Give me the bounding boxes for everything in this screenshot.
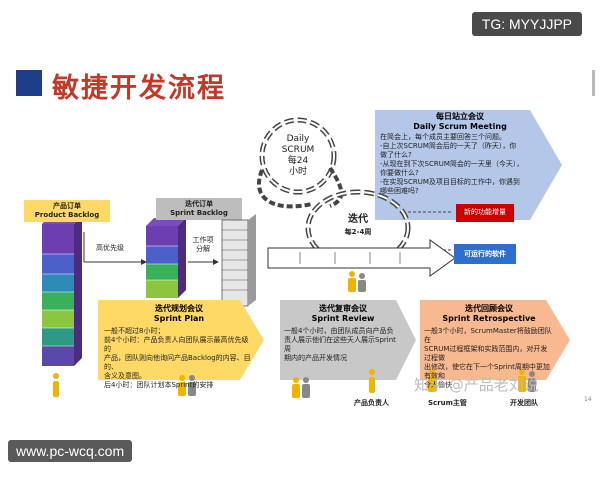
retro-meeting-title-en: Sprint Retrospective (442, 314, 536, 323)
work-split-line1: 工作项 (192, 236, 214, 244)
team-icon-2 (292, 377, 310, 398)
product-backlog-stack (42, 216, 82, 366)
meeting-text-line: 期内的产品开发情况 (284, 354, 347, 362)
scrum-master-icon-1 (348, 271, 366, 292)
meeting-text-line: -从现在到下次SCRUM简会的一天里（今天）， (380, 160, 524, 168)
task-breakdown-stack (221, 214, 256, 307)
daily-meeting-text: 在简会上，每个成员主要回答三个问题。-自上次SCRUM简会后的一天了（昨天），你… (380, 133, 540, 196)
work-split-line2: 分解 (196, 245, 210, 253)
meeting-text-line: 前4个小时：产品负责人向团队展示最高优先级的 (104, 336, 249, 353)
sprint-cycle-label: 迭代 每2-4周 (328, 214, 388, 238)
planning-meeting-text: 一般不超过8小时；前4个小时：产品负责人向团队展示最高优先级的产品，团队则向他询… (104, 327, 254, 390)
watermark-tag: TG: MYYJJPP (471, 12, 582, 36)
meeting-text-line: 责人展示他们在这些天人展示Sprint周 (284, 336, 396, 353)
meeting-text-line: 含义及意图。 (104, 372, 146, 380)
daily-scrum-loop (259, 117, 337, 195)
high-priority-label: 高优先级 (96, 244, 124, 252)
meeting-text-line: 做了什么? (380, 151, 412, 159)
meeting-text-line: 哪些困难吗? (380, 187, 419, 195)
meeting-text-line: 出修改，使它在下一个Sprint周期中更加有效和 (424, 363, 550, 380)
meeting-text-line: 后4小时：团队计划本Sprint的安排 (104, 381, 214, 389)
review-meeting-title-en: Sprint Review (311, 314, 375, 323)
work-split-label: 工作项 分解 (186, 236, 220, 254)
dev-team-icon (518, 369, 536, 392)
role-scrum-master: Scrum主管 (428, 399, 467, 407)
daily-meeting-title-cn: 每日站立会议 (436, 112, 484, 121)
retro-meeting-arrow (420, 300, 570, 380)
role-product-owner: 产品负责人 (354, 399, 389, 407)
daily-meeting-box: 每日站立会议 Daily Scrum Meeting 在简会上，每个成员主要回答… (380, 112, 540, 196)
sprint-backlog-label-bg (156, 198, 242, 220)
meeting-text-line: 令人愉快 (424, 381, 452, 389)
planning-meeting-arrow (98, 300, 264, 380)
zhihu-watermark: 知乎 @产品老刘说 (414, 376, 539, 394)
retro-meeting-title-cn: 迭代回顾会议 (465, 304, 513, 313)
watermark-site: www.pc-wcq.com (8, 440, 133, 462)
sprint-cycle-loop (305, 189, 411, 267)
daily-meeting-arrow (375, 110, 562, 220)
sprint-backlog-label: 迭代订单 Sprint Backlog (156, 200, 242, 218)
product-backlog-label-en: Product Backlog (34, 211, 100, 219)
retro-meeting-box: 迭代回顾会议 Sprint Retrospective 一般3个小时，Scrum… (424, 304, 554, 390)
loop-connector (257, 169, 313, 209)
scrum-master-icon-2 (428, 369, 436, 392)
meeting-text-line: 一般不超过8小时； (104, 327, 165, 335)
title-square-icon (16, 70, 42, 96)
planning-meeting-title-cn: 迭代规划会议 (155, 304, 203, 313)
role-dev-team: 开发团队 (510, 399, 538, 407)
product-owner-icon-1 (53, 373, 59, 397)
product-backlog-label-cn: 产品订单 (53, 202, 81, 210)
meeting-text-line: -自上次SCRUM简会后的一天了（昨天），你 (380, 142, 517, 150)
meeting-text-line: 产品，团队则向他询问产品Backlog的内容、目的、 (104, 354, 251, 371)
flow-arrow (267, 239, 456, 277)
meeting-text-line: 你要做什么? (380, 169, 419, 177)
daily-scrum-line4: 小时 (288, 167, 307, 177)
slide-title: 敏捷开发流程 (52, 73, 226, 104)
daily-meeting-title-en: Daily Scrum Meeting (413, 122, 507, 131)
daily-scrum-line3: 每24 (287, 156, 309, 166)
review-meeting-box: 迭代复审会议 Sprint Review 一般4个小时，由团队成员向产品负责人展… (284, 304, 402, 363)
runnable-software-label: 可运行的软件 (464, 250, 506, 258)
daily-scrum-label: Daily SCRUM 每24 小时 (272, 134, 324, 178)
product-backlog-label-bg (24, 200, 110, 222)
meeting-text-line: 一般3个小时，ScrumMaster将鼓励团队在 (424, 327, 552, 344)
product-owner-icon-2 (369, 369, 375, 393)
daily-scrum-line1: Daily (286, 134, 310, 144)
sprint-backlog-label-cn: 迭代订单 (185, 200, 213, 208)
planning-meeting-box: 迭代规划会议 Sprint Plan 一般不超过8小时；前4个小时：产品负责人向… (104, 304, 254, 390)
review-meeting-arrow (280, 300, 416, 380)
planning-meeting-title-en: Sprint Plan (153, 314, 205, 323)
product-backlog-label: 产品订单 Product Backlog (24, 202, 110, 220)
meeting-text-line: SCRUM过程框架和实践范围内，对开发过程做 (424, 345, 548, 362)
review-meeting-title-cn: 迭代复审会议 (319, 304, 367, 313)
daily-scrum-line2: SCRUM (281, 145, 315, 155)
new-features-bg (456, 204, 514, 222)
sprint-cycle-line1: 迭代 (348, 214, 368, 225)
sprint-backlog-label-en: Sprint Backlog (170, 209, 228, 217)
runnable-software-bg (454, 244, 516, 264)
new-features-label: 新的功能增量 (464, 208, 506, 216)
sprint-backlog-stack (146, 218, 186, 298)
team-icon-1 (178, 375, 196, 396)
review-meeting-text: 一般4个小时，由团队成员向产品负责人展示他们在这些天人展示Sprint周期内的产… (284, 327, 402, 363)
sprint-cycle-line2: 每2-4周 (344, 228, 372, 236)
meeting-text-line: -在实现SCRUM及项目目标的工作中，你遇到 (380, 178, 520, 186)
meeting-text-line: 一般4个小时，由团队成员向产品负 (284, 327, 394, 335)
page-number: 14 (584, 396, 592, 403)
meeting-text-line: 在简会上，每个成员主要回答三个问题。 (380, 133, 506, 141)
